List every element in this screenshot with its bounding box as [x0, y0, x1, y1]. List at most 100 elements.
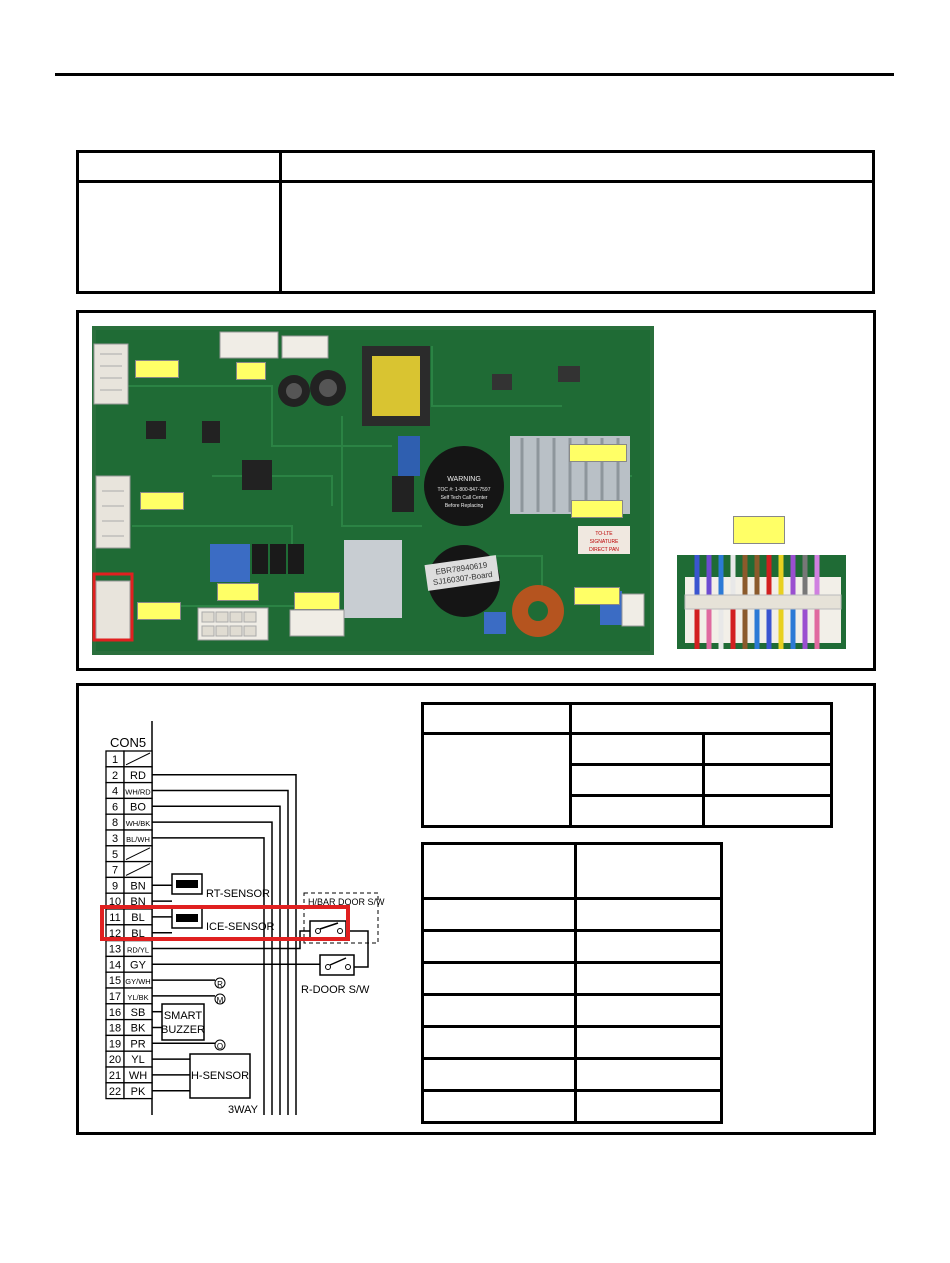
info-table-cell	[76, 180, 282, 294]
pin-wire-color: WH/RD	[125, 788, 151, 797]
pin-number: 6	[112, 801, 118, 813]
resistance-table-cell	[569, 763, 705, 797]
pin-wire-color: SB	[131, 1007, 146, 1019]
temperature-table-cell	[421, 1089, 577, 1124]
pin-wire-color: RD	[130, 770, 146, 782]
pin-number: 19	[109, 1038, 121, 1050]
resistance-table-cell	[569, 794, 705, 828]
pin-number: 11	[109, 912, 120, 924]
label-box	[733, 516, 785, 544]
pin-number: 17	[109, 991, 121, 1003]
pin-number: 5	[112, 849, 118, 861]
info-table-cell	[279, 180, 875, 294]
pin-number: 7	[112, 865, 118, 877]
resistance-table-cell	[569, 732, 705, 766]
resistance-table	[421, 702, 833, 828]
schematic-panel	[76, 683, 876, 1135]
resistance-table-cell	[702, 732, 833, 766]
resistance-table-cell	[702, 763, 833, 797]
pin-number: 4	[112, 786, 118, 798]
resistance-table-cell	[569, 702, 833, 735]
m-marker: M	[217, 996, 224, 1005]
pin-number: 22	[109, 1086, 121, 1098]
connector-closeup-photo	[677, 555, 846, 649]
info-table-header-cell	[279, 150, 875, 183]
label-box	[140, 492, 184, 510]
pin-number: 8	[112, 817, 118, 829]
smart-buzzer-label-1: SMART	[164, 1010, 203, 1022]
pin-number: 3	[112, 833, 118, 845]
pin-number: 9	[112, 880, 118, 892]
connector-label: CON5	[110, 735, 146, 750]
temperature-table-cell	[421, 929, 577, 964]
pin-number: 13	[109, 944, 121, 956]
rt-sensor-label: RT-SENSOR	[206, 888, 270, 900]
temperature-table-cell	[421, 1057, 577, 1092]
label-box	[574, 587, 620, 605]
temperature-table-cell	[574, 842, 723, 900]
smart-buzzer-label-2: BUZZER	[161, 1024, 205, 1036]
temperature-table-cell	[574, 897, 723, 932]
pin-wire-color: GY	[130, 959, 147, 971]
pin-number: 15	[109, 975, 121, 987]
r-marker: R	[217, 980, 223, 989]
pins-11-12-highlight	[100, 905, 350, 941]
pin-wire-color: WH/BK	[126, 819, 151, 828]
pin-wire-color: WH	[129, 1070, 147, 1082]
temperature-table-cell	[574, 1025, 723, 1060]
board-photo-panel	[76, 310, 876, 671]
pcb-photo: WARNING TOC #: 1-800-847-7597 Self Tech …	[92, 326, 654, 655]
label-box	[217, 583, 259, 601]
pin-number: 14	[109, 959, 121, 971]
temperature-table-cell	[574, 961, 723, 996]
pin-wire-color: BL	[131, 928, 144, 940]
hbar-door-switch-label: H/BAR DOOR S/W	[308, 897, 385, 907]
resistance-table-cell	[421, 702, 572, 735]
cap-warning-text-2: TOC #: 1-800-847-7597	[438, 487, 491, 493]
sticker-text-3: DIRECT PAN	[589, 547, 619, 553]
pin-number: 2	[112, 770, 118, 782]
resistance-table-cell	[421, 732, 572, 828]
three-way-label: 3WAY	[228, 1104, 259, 1115]
pin-wire-color: YL/BK	[127, 993, 148, 1002]
resistance-table-cell	[702, 794, 833, 828]
sticker-text-1: TO-LTE	[595, 531, 613, 537]
cap-warning-text-1: WARNING	[447, 476, 481, 483]
pin-wire-color: GY/WH	[125, 977, 150, 986]
r-door-switch-label: R-DOOR S/W	[301, 984, 370, 996]
label-box	[569, 444, 627, 462]
pin-wire-color: BN	[130, 880, 145, 892]
con5-highlight-box	[92, 572, 134, 642]
temperature-table-cell	[574, 993, 723, 1028]
cap-warning-text-3: Self Tech Call Center	[441, 495, 488, 501]
pin-wire-color: PK	[131, 1086, 146, 1098]
temperature-table-cell	[421, 961, 577, 996]
pin-wire-color: BL/WH	[126, 835, 150, 844]
label-box	[571, 500, 623, 518]
temperature-table-cell	[574, 929, 723, 964]
temperature-table-cell	[421, 842, 577, 900]
pin-number: 16	[109, 1007, 121, 1019]
label-box	[135, 360, 179, 378]
temperature-table-cell	[421, 993, 577, 1028]
label-box	[294, 592, 340, 610]
pin-wire-color: YL	[131, 1054, 144, 1066]
top-rule	[55, 73, 894, 76]
pin-wire-color: RD/YL	[127, 946, 149, 955]
pin-wire-color: BL	[131, 912, 144, 924]
temperature-table-cell	[421, 1025, 577, 1060]
cap-warning-text-4: Before Replacing	[445, 503, 484, 509]
temperature-table-cell	[421, 897, 577, 932]
info-table-header-cell	[76, 150, 282, 183]
pin-wire-color: PR	[130, 1038, 145, 1050]
pin-wire-color: BO	[130, 801, 146, 813]
pin-number: 20	[109, 1054, 121, 1066]
info-table	[76, 150, 875, 294]
label-box	[236, 362, 266, 380]
sticker-text-2: SIGNATURE	[590, 539, 619, 545]
h-sensor-label: H-SENSOR	[191, 1070, 249, 1082]
temperature-table-cell	[574, 1089, 723, 1124]
temperature-table	[421, 842, 723, 1124]
pin-number: 21	[109, 1070, 121, 1082]
